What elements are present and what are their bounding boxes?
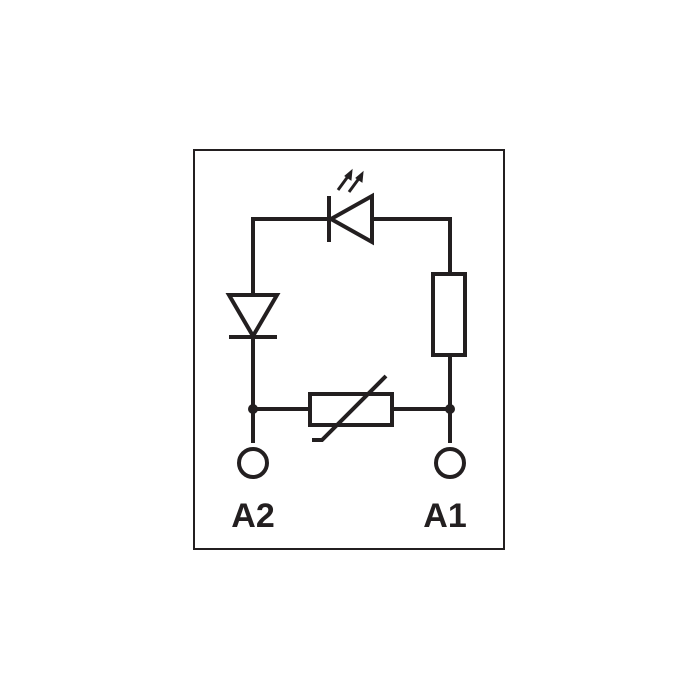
wires — [251, 217, 452, 443]
led-symbol — [326, 168, 374, 246]
varistor-symbol — [308, 374, 394, 442]
junction-dot-left — [248, 404, 258, 414]
diode-symbol — [225, 293, 281, 340]
frame-border — [193, 149, 505, 550]
resistor-symbol — [431, 272, 467, 357]
junction-dot-right — [445, 404, 455, 414]
terminal-a2-circle — [237, 447, 269, 479]
terminal-label-a2: A2 — [231, 497, 274, 535]
terminal-a1-circle — [434, 447, 466, 479]
terminal-label-a1: A1 — [423, 497, 466, 535]
